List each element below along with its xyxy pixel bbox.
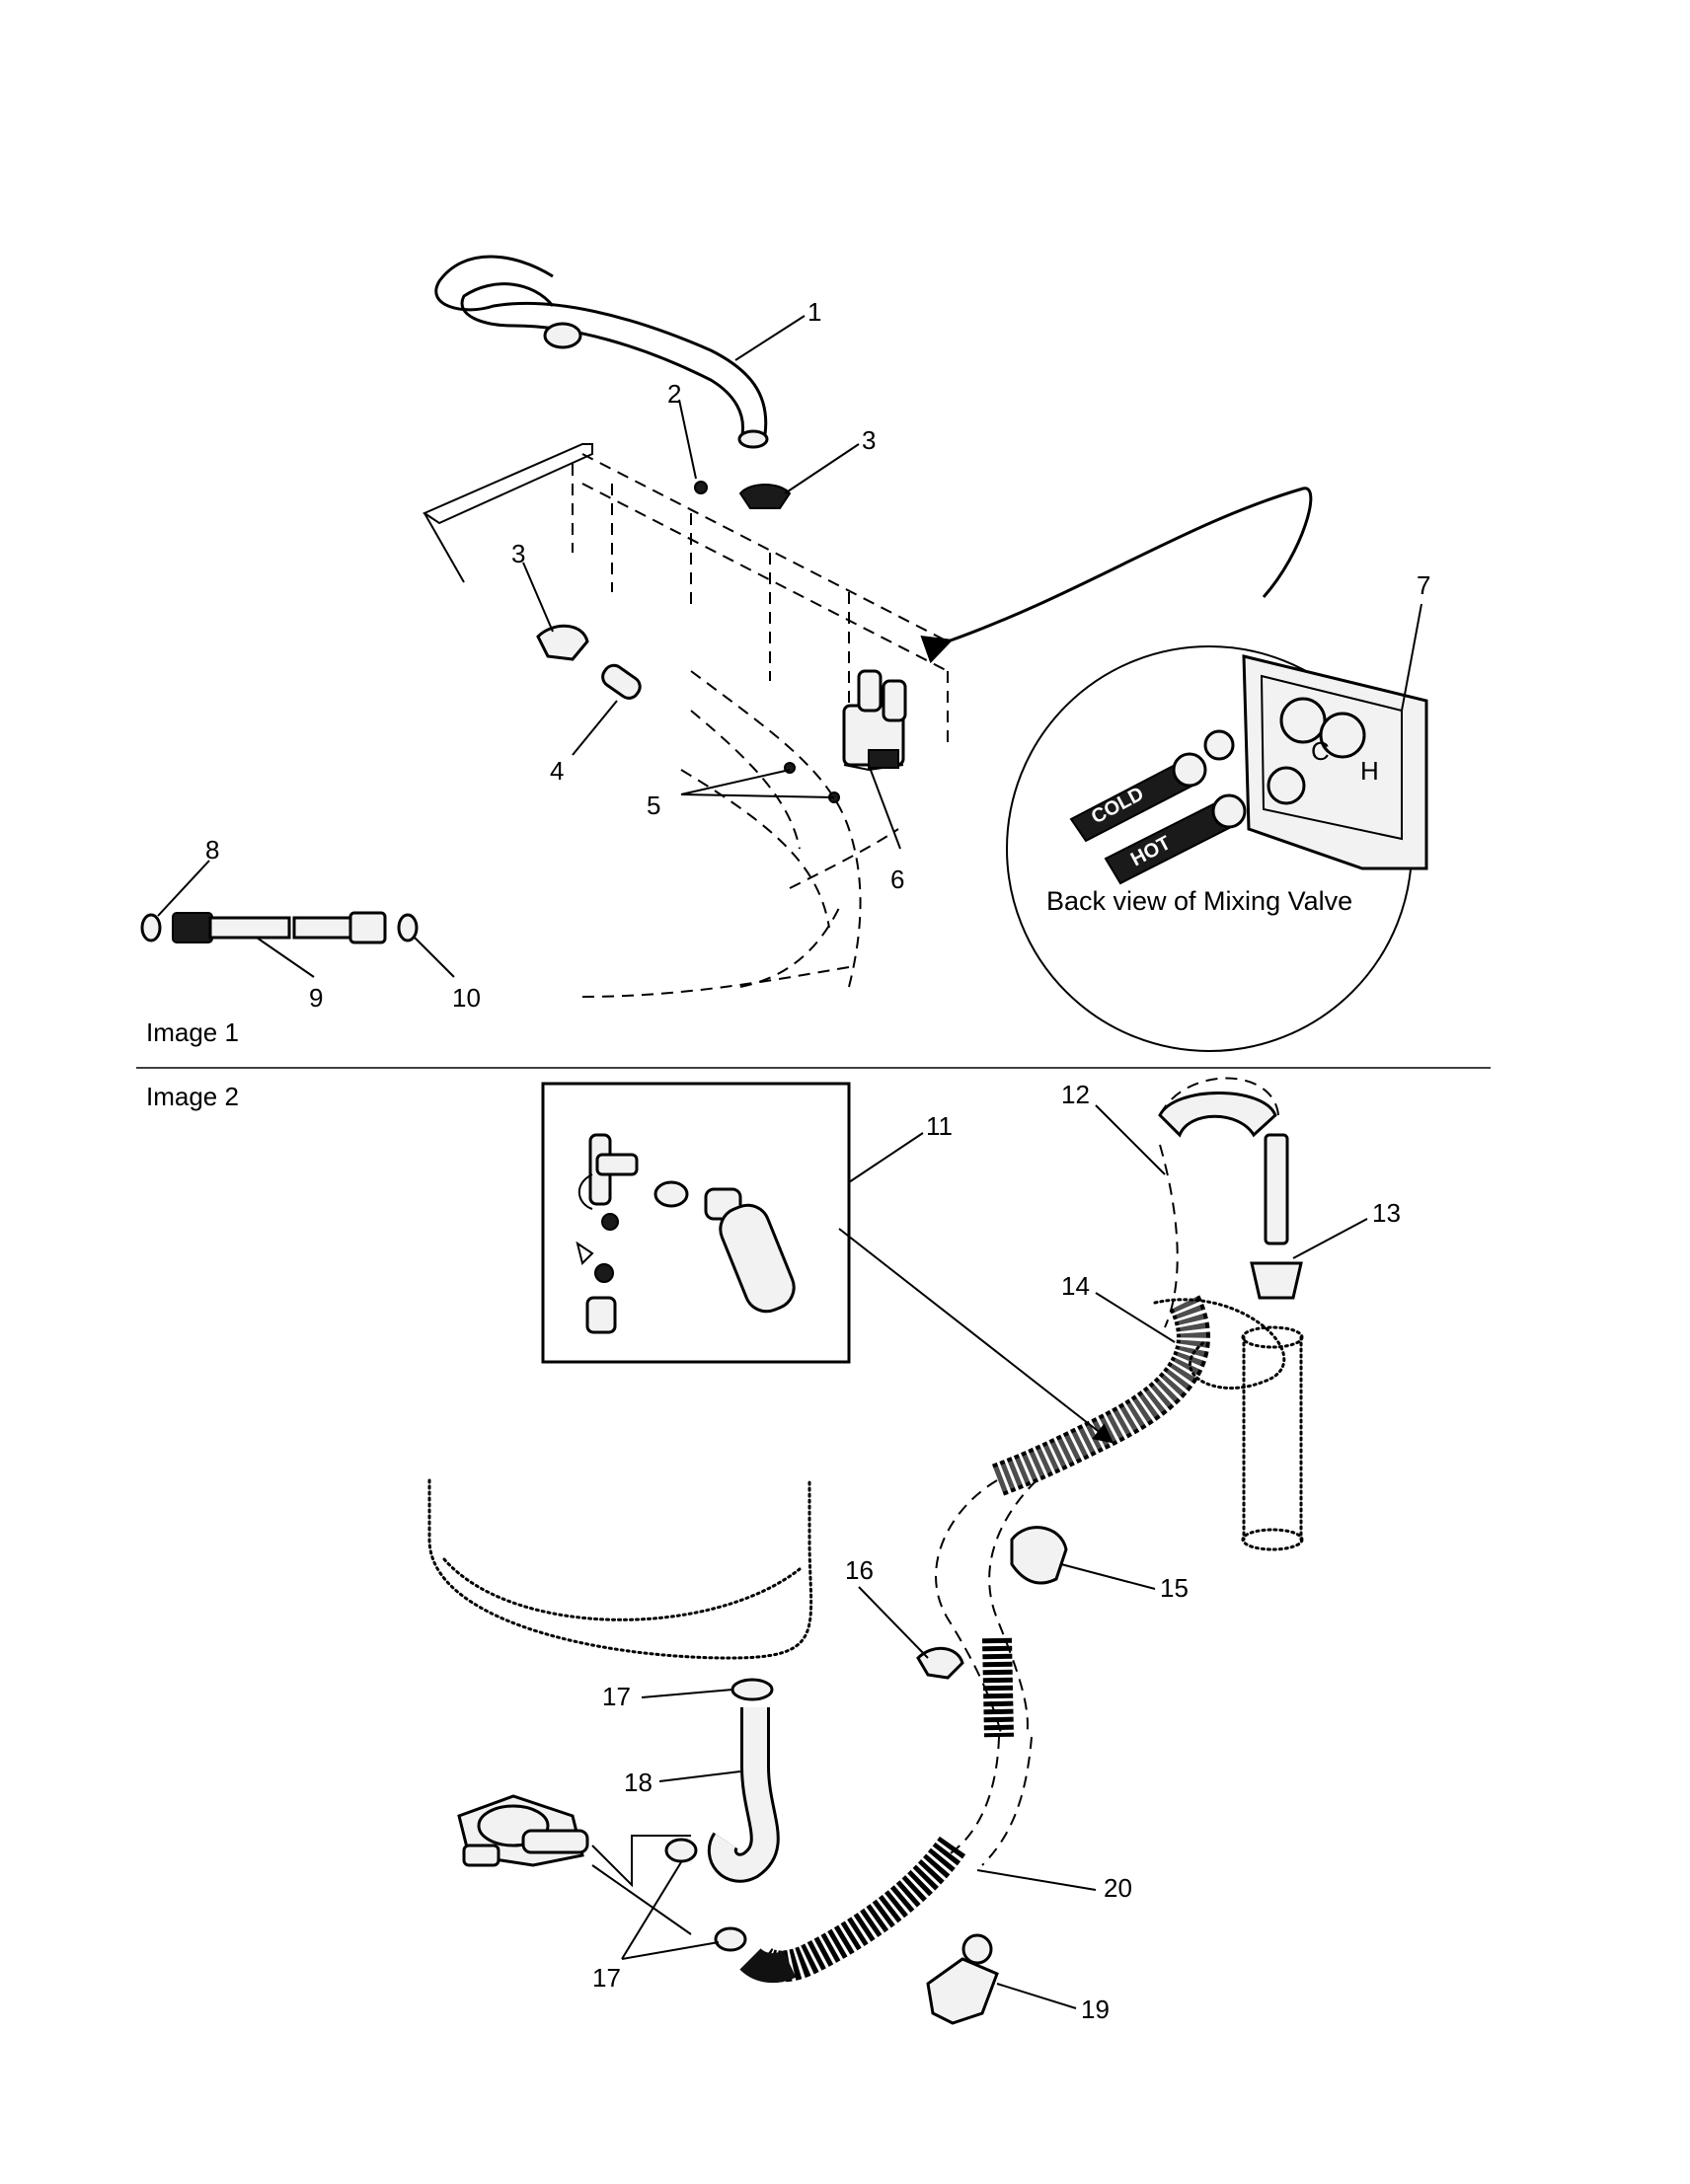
callout-18: 18: [624, 1768, 653, 1797]
callout-17-bottom: 17: [592, 1963, 621, 1993]
clamp-17-low: [714, 1926, 747, 1952]
image2-label: Image 2: [146, 1082, 239, 1111]
callout-15: 15: [1160, 1573, 1189, 1603]
callout-9: 9: [309, 983, 323, 1013]
h-mark: H: [1360, 756, 1379, 786]
callout-16: 16: [845, 1555, 874, 1585]
hose-clamp-3a: [738, 484, 792, 509]
callout-4: 4: [550, 756, 564, 786]
inlet-hose-assembly: [140, 911, 419, 944]
pump-assembly: [457, 1794, 692, 1935]
leaders-image2: [621, 1104, 1368, 2009]
callout-14: 14: [1061, 1271, 1090, 1301]
callout-3a: 3: [862, 425, 876, 455]
screw-2: [694, 481, 708, 494]
bracket-4: [601, 663, 642, 700]
callout-13: 13: [1372, 1198, 1401, 1228]
callout-11: 11: [926, 1111, 953, 1141]
clip-19: [926, 1933, 999, 2025]
fill-hose: [434, 255, 769, 449]
callout-10: 10: [452, 983, 481, 1013]
inset-caption: Back view of Mixing Valve: [1046, 886, 1352, 916]
inset-arrow: [920, 487, 1313, 664]
callout-3b: 3: [511, 539, 525, 568]
callout-12: 12: [1061, 1080, 1090, 1109]
standpipe: [1158, 1077, 1304, 1551]
callout-8: 8: [205, 835, 219, 865]
clip-16: [916, 1646, 964, 1680]
callout-17-top: 17: [602, 1682, 631, 1711]
callout-6: 6: [890, 865, 904, 894]
drain-hose: [739, 1144, 1286, 1984]
image2-section: Image 2: [146, 1077, 1401, 2025]
callout-2: 2: [667, 379, 681, 409]
image1-section: C H COLD HOT Back view of Mixing Valve: [140, 255, 1430, 1052]
drain-kit-box: [541, 1082, 851, 1364]
clamp-17-top: [730, 1678, 774, 1701]
callout-19: 19: [1081, 1995, 1110, 2024]
cabinet-frame: [422, 443, 949, 998]
image1-label: Image 1: [146, 1017, 239, 1047]
hose-clamp-3b: [536, 624, 589, 661]
mixing-valve-back-view-inset: C H COLD HOT Back view of Mixing Valve: [1006, 645, 1428, 1052]
callout-20: 20: [1104, 1873, 1132, 1903]
callout-5: 5: [647, 791, 660, 820]
c-mark: C: [1311, 736, 1330, 766]
clamp-17-mid: [664, 1838, 698, 1863]
leaders-image1: [157, 315, 1422, 978]
clip-15: [1010, 1526, 1068, 1585]
sump-hose: [707, 1707, 780, 1883]
mixing-valve: [842, 669, 907, 772]
callout-1: 1: [807, 297, 821, 327]
tub-outline: [427, 1478, 813, 1660]
callout-7: 7: [1417, 570, 1430, 600]
